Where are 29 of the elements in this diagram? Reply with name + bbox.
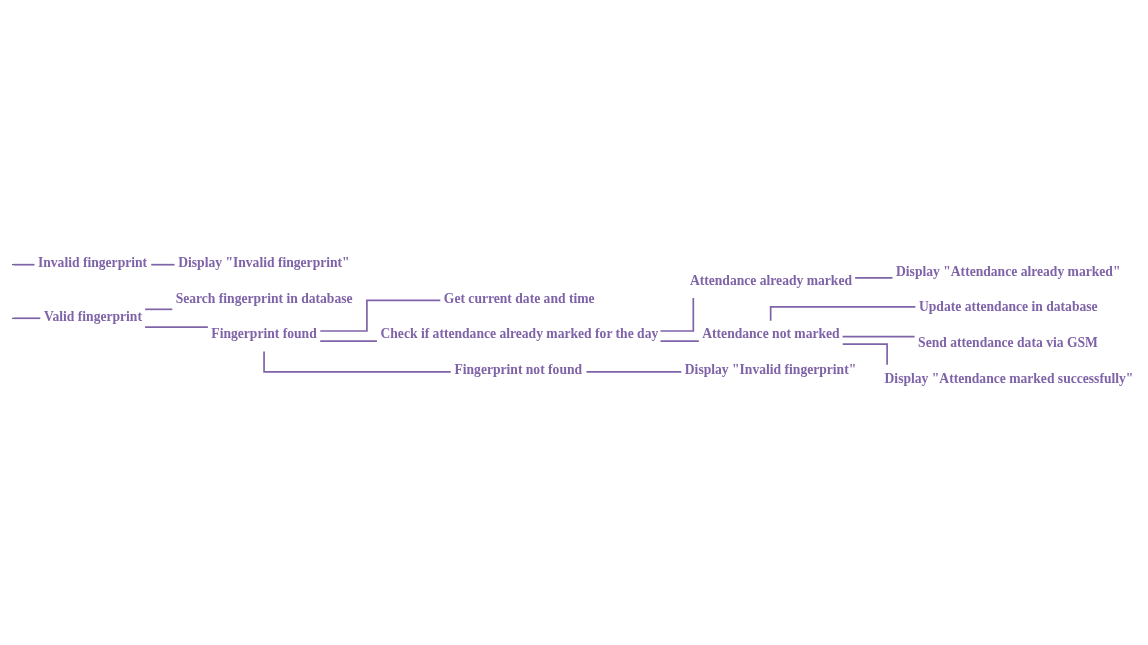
connector [144, 308, 174, 311]
connector [841, 335, 916, 338]
connector [854, 277, 894, 279]
node-text: Send attendance data via GSM [918, 334, 1098, 350]
node-text: Display "Invalid fingerprint" [178, 255, 350, 271]
connector [319, 340, 378, 343]
connector [144, 326, 209, 329]
node-text: Attendance not marked [702, 326, 840, 342]
connector [659, 340, 700, 343]
connector [585, 370, 683, 373]
connector [319, 299, 442, 332]
connector [12, 317, 42, 320]
node-text: Get current date and time [443, 290, 595, 306]
connector [150, 263, 176, 266]
node-text: Attendance already marked [689, 272, 853, 288]
node-text: Update attendance in database [918, 299, 1098, 315]
node-text: Fingerprint found [211, 326, 317, 342]
node-text: Fingerprint not found [454, 362, 583, 378]
node-text: Display "Attendance marked successfully" [884, 370, 1134, 386]
connector [659, 297, 695, 332]
node-text: Check if attendance already marked for the day [380, 326, 659, 342]
node-text: Display "Invalid fingerprint" [684, 362, 857, 378]
connector [841, 343, 888, 366]
node-text: Invalid fingerprint [37, 255, 148, 271]
connector [263, 350, 452, 373]
connector [12, 263, 36, 266]
node-text: Valid fingerprint [43, 308, 142, 324]
node-text: Display "Attendance already marked" [896, 263, 1121, 279]
node-text: Search fingerprint in database [175, 290, 353, 306]
